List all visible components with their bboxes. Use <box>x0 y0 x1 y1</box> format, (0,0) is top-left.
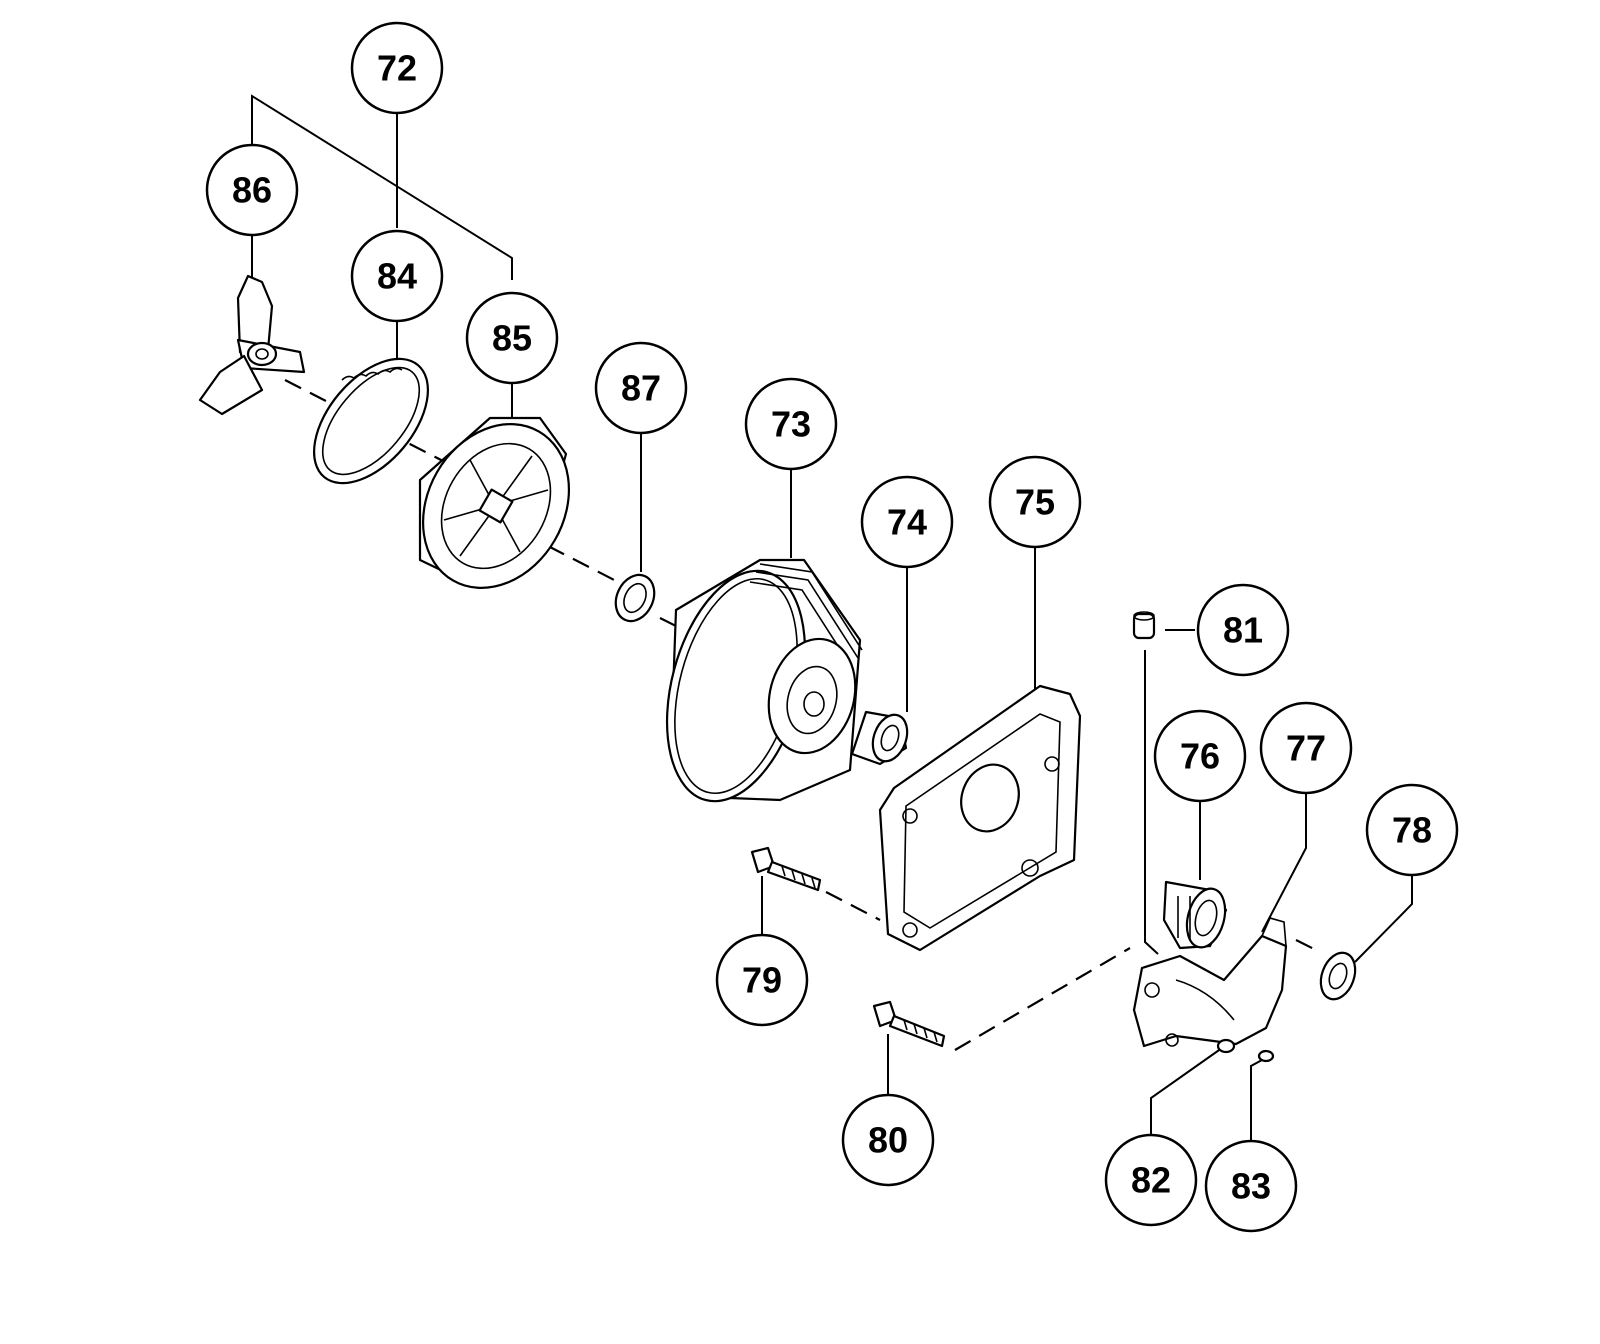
callout-83: 83 <box>1204 1139 1298 1233</box>
needle-bearing-part <box>850 710 909 766</box>
callout-77: 77 <box>1259 701 1353 795</box>
washer-part <box>614 573 656 623</box>
callout-81-label: 81 <box>1223 610 1263 651</box>
worm-gear-part <box>1162 880 1228 950</box>
callout-78-label: 78 <box>1392 810 1432 851</box>
callout-79: 79 <box>715 933 809 1027</box>
callout-80: 80 <box>841 1093 935 1187</box>
screw-80-part <box>872 1000 946 1048</box>
callout-86-label: 86 <box>232 170 272 211</box>
callout-87-label: 87 <box>621 368 661 409</box>
clutch-spring-part <box>313 357 429 485</box>
callout-75-label: 75 <box>1015 482 1055 523</box>
clutch-drum-part <box>665 558 863 803</box>
callout-81: 81 <box>1196 583 1290 677</box>
callout-84-label: 84 <box>377 256 417 297</box>
callout-73-label: 73 <box>771 404 811 445</box>
callout-82-label: 82 <box>1131 1160 1171 1201</box>
callout-72: 72 <box>350 21 444 115</box>
callout-74: 74 <box>860 475 954 569</box>
seal-ring-part <box>1319 951 1357 1001</box>
clutch-shoes-part <box>418 416 571 589</box>
callout-76: 76 <box>1153 709 1247 803</box>
callout-87: 87 <box>594 341 688 435</box>
leader-lines <box>251 94 1413 1144</box>
callout-75: 75 <box>988 455 1082 549</box>
callout-80-label: 80 <box>868 1120 908 1161</box>
callout-83-label: 83 <box>1231 1166 1271 1207</box>
screw-79-part <box>750 846 822 892</box>
callout-74-label: 74 <box>887 502 927 543</box>
callout-77-label: 77 <box>1286 728 1326 769</box>
callout-78: 78 <box>1365 783 1459 877</box>
callout-79-label: 79 <box>742 960 782 1001</box>
callout-76-label: 76 <box>1180 736 1220 777</box>
callout-84: 84 <box>350 229 444 323</box>
callout-72-label: 72 <box>377 48 417 89</box>
callout-85-label: 85 <box>492 318 532 359</box>
oil-pump-part <box>1132 917 1288 1048</box>
assembly-axes <box>284 379 1321 1051</box>
o-ring-82-part <box>1216 1038 1236 1054</box>
callout-73: 73 <box>744 377 838 471</box>
clutch-hub-part <box>198 274 306 416</box>
cover-plate-part <box>878 684 1082 952</box>
callout-85: 85 <box>465 291 559 385</box>
callout-86: 86 <box>205 143 299 237</box>
o-ring-83-part <box>1257 1049 1275 1063</box>
plug-part <box>1132 611 1156 640</box>
callout-82: 82 <box>1104 1133 1198 1227</box>
